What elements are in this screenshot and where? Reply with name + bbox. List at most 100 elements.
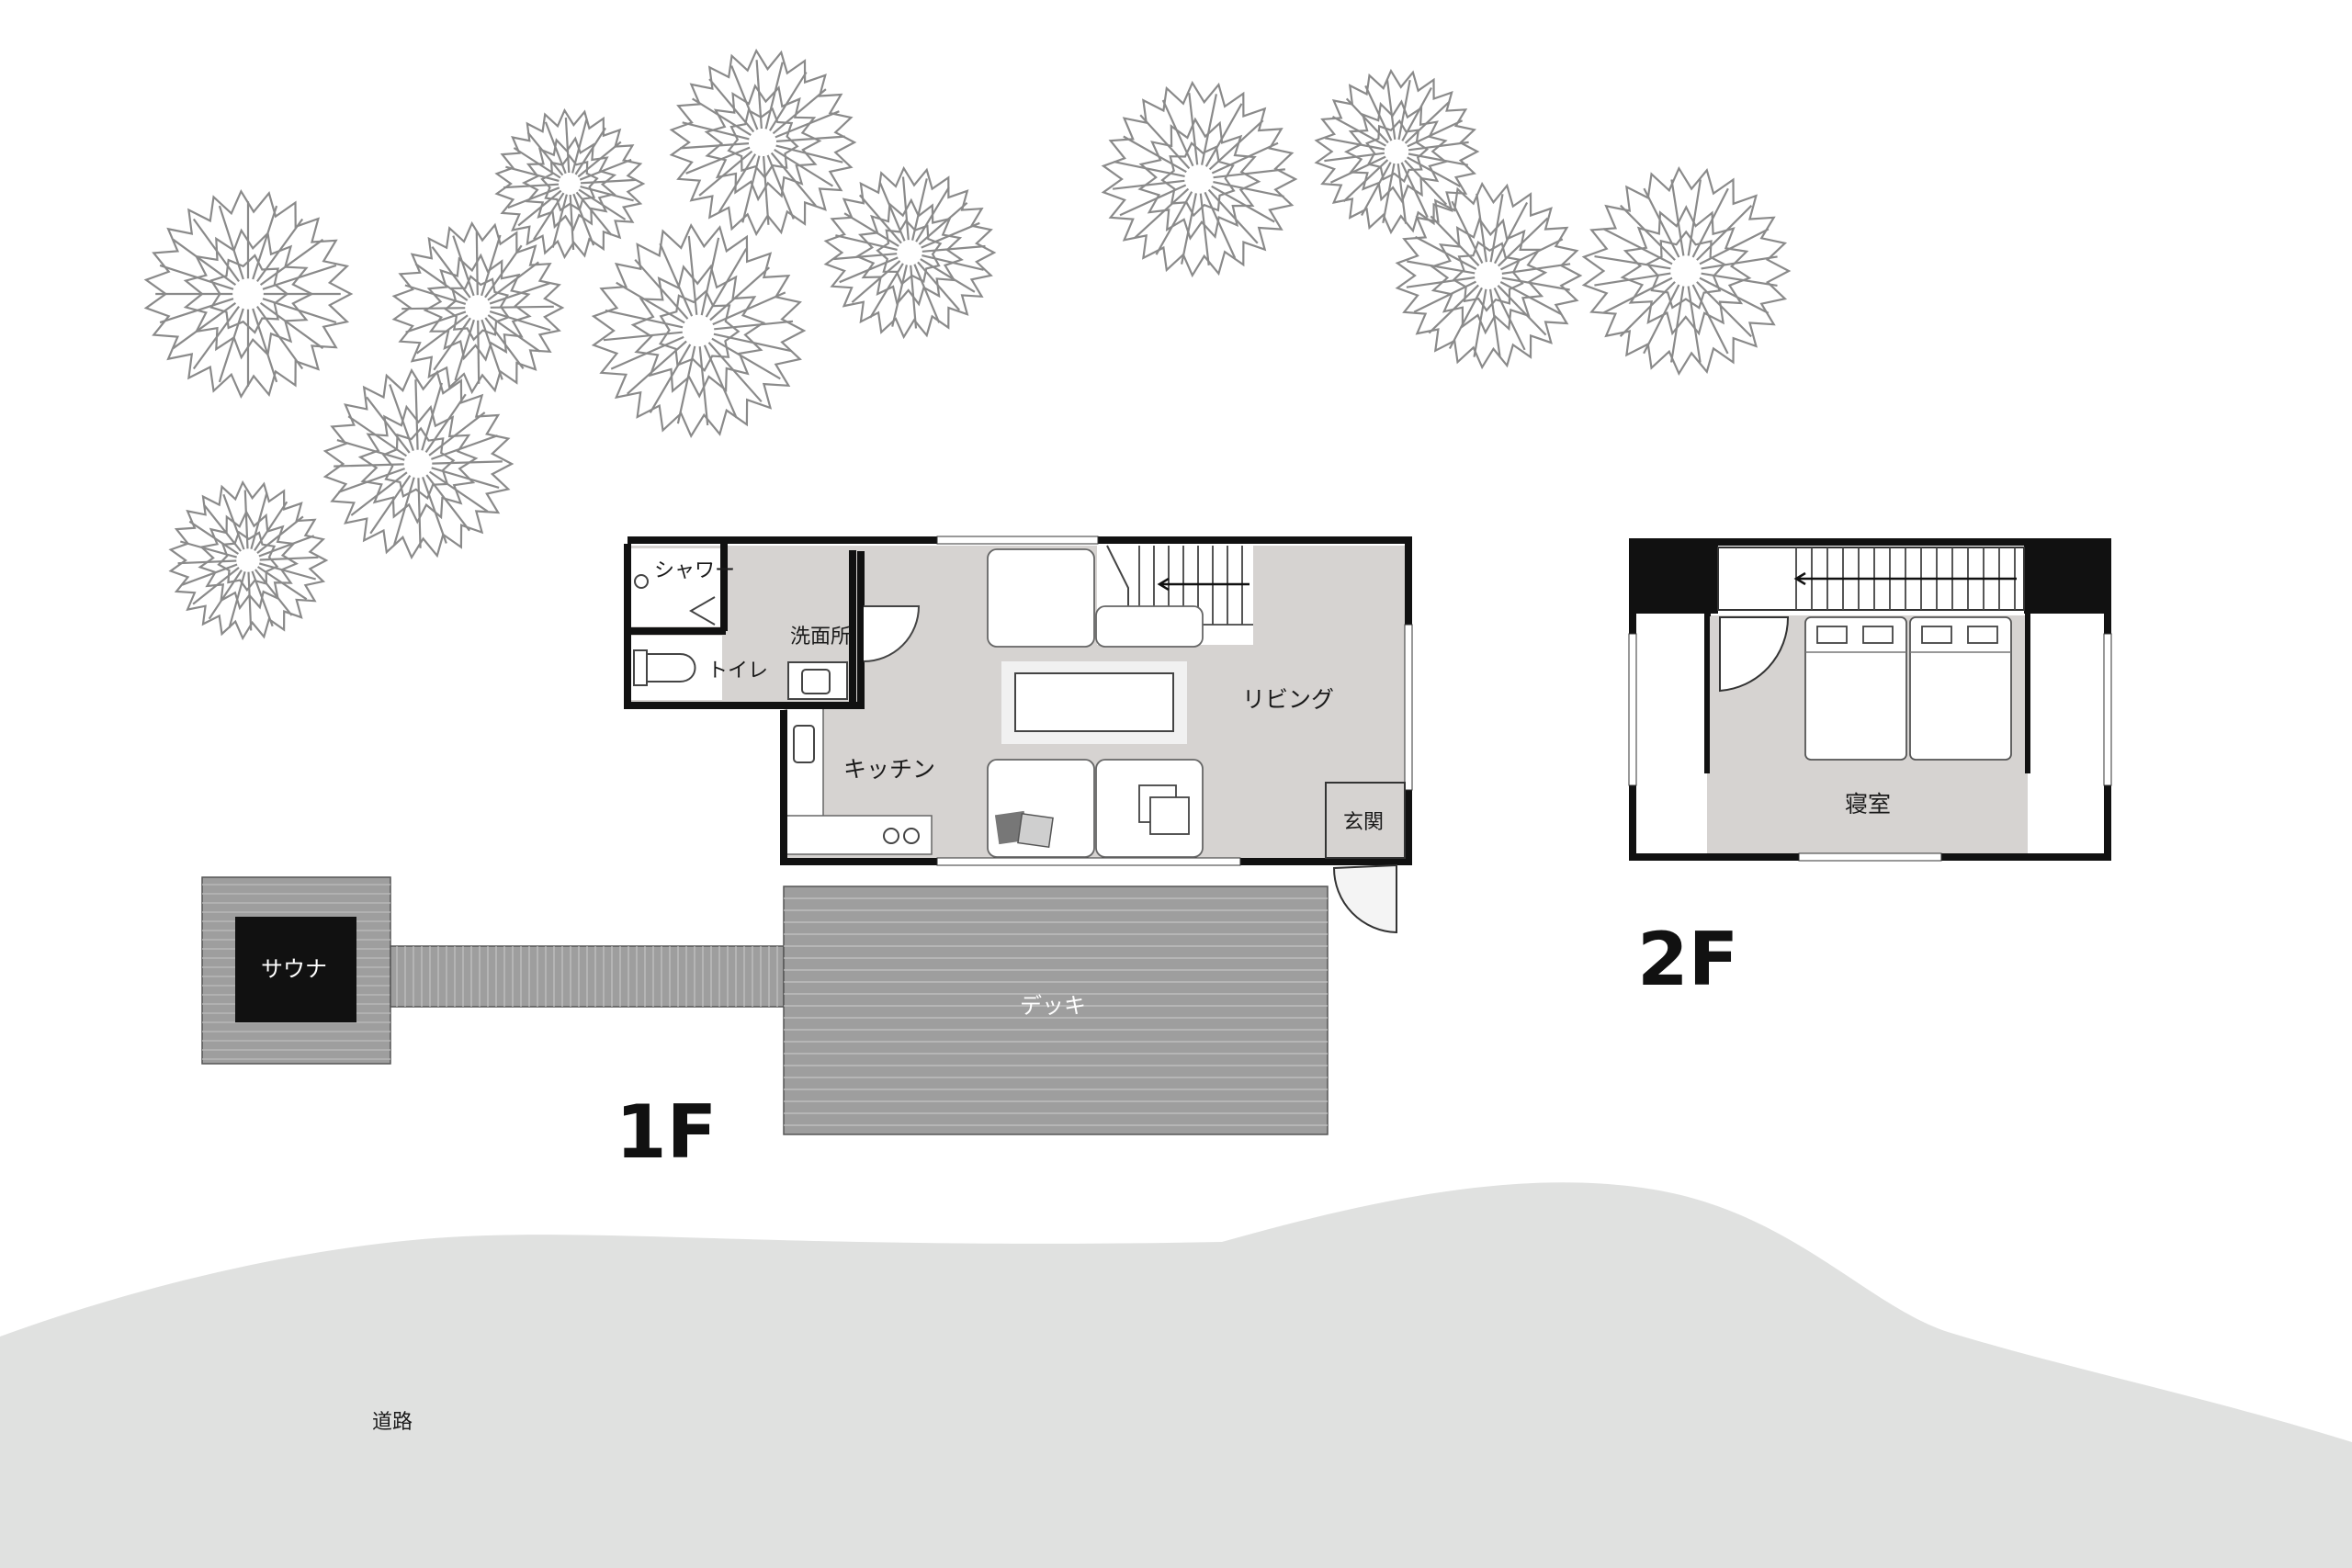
entrance-door-swing [1332, 863, 1397, 934]
tree-inner-ring [1645, 230, 1726, 310]
tree-leaf-stroke [228, 571, 246, 628]
tree-leaf-stroke [256, 566, 308, 601]
tree-leaf-stroke [1361, 162, 1392, 217]
tree-leaf-stroke [454, 319, 475, 381]
tree-leaf-stroke [1408, 152, 1469, 166]
tree-leaf-stroke [843, 212, 899, 247]
tree-leaf-stroke [707, 342, 763, 403]
tree-canopy [391, 220, 565, 395]
tree-leaf-stroke [577, 141, 622, 178]
tree-leaf-stroke [766, 154, 795, 220]
tree-leaf-stroke [685, 146, 751, 175]
entrance-area [1325, 782, 1406, 859]
washbasin-bowl [801, 669, 831, 694]
tree-leaf-stroke [768, 72, 808, 131]
window-top [936, 536, 1099, 545]
kitchen-sink [793, 725, 815, 763]
tree-leaf-stroke [1401, 86, 1432, 141]
second-floor-plan: 寝室 [1628, 538, 2112, 862]
tree-leaf-stroke [1345, 97, 1389, 144]
pillow-3 [1921, 626, 1952, 644]
tree-leaf-stroke [705, 248, 748, 318]
tree-leaf-stroke [1404, 159, 1448, 206]
tree-leaf-stroke [1643, 187, 1680, 258]
tree-leaf-stroke [1413, 280, 1476, 313]
tree-canopy [494, 107, 646, 260]
tree-leaf-stroke [422, 477, 447, 544]
tree-leaf-stroke [526, 131, 564, 176]
tree-inner-ring [521, 136, 617, 231]
tree-canopy [1101, 80, 1298, 278]
tree-leaf-stroke [1594, 255, 1671, 270]
tree-leaf-stroke [603, 331, 683, 342]
tree-leaf-stroke [338, 468, 405, 493]
tree-outline [322, 367, 514, 560]
tree-inner-ring [630, 264, 766, 399]
tree-leaf-stroke [616, 281, 685, 324]
tree-leaf-stroke [1620, 204, 1676, 261]
tree-leaf-stroke [414, 263, 469, 301]
tree-leaf-stroke [741, 155, 761, 223]
tree-leaf-stroke [575, 191, 613, 236]
tree-leaf-stroke [775, 110, 840, 139]
tree-inner-ring [198, 509, 300, 611]
tree-outline [669, 48, 857, 237]
living-table [1014, 672, 1174, 732]
tree-leaf-stroke [1204, 103, 1243, 167]
tree-leaf-stroke [416, 314, 469, 355]
tree-leaf-stroke [431, 246, 471, 299]
tree-leaf-stroke [714, 320, 794, 331]
tree-leaf-stroke [1385, 79, 1396, 141]
tree-leaf-stroke [1670, 286, 1685, 363]
first-floor-walls [628, 536, 1412, 865]
tree-leaf-stroke [1489, 288, 1501, 358]
tree-leaf-stroke [1499, 281, 1563, 316]
tree-leaf-stroke [1691, 284, 1729, 355]
tree-leaf-stroke [682, 121, 750, 141]
tree-leaf-stroke [1687, 286, 1702, 363]
tree-canopy [669, 48, 857, 237]
tree-leaf-stroke [703, 344, 738, 419]
tree-leaf-stroke [334, 463, 404, 468]
tree-leaf-stroke [544, 121, 567, 175]
tree-leaf-stroke [1501, 263, 1571, 275]
tree-leaf-stroke [254, 501, 288, 552]
tree-leaf-stroke [1500, 238, 1564, 271]
tree-leaf-stroke [1331, 116, 1386, 147]
tree-leaf-stroke [1407, 260, 1476, 275]
stove-burner-right [903, 828, 920, 844]
tree-leaf-stroke [1701, 255, 1778, 270]
tree-leaf-stroke [698, 150, 753, 197]
tree-leaf-stroke [1696, 281, 1752, 338]
tree-leaf-stroke [858, 194, 902, 244]
tree-leaf-stroke [507, 186, 560, 209]
tree-inner-ring [1137, 117, 1261, 241]
tree-leaf-stroke [513, 147, 561, 179]
tree-leaf-stroke [1201, 94, 1217, 165]
tree-leaf-stroke [901, 176, 910, 241]
tree-leaf-stroke [878, 182, 906, 242]
deck: デッキ [783, 886, 1329, 1135]
tree-leaf-stroke [626, 340, 687, 395]
tree-leaf-stroke [775, 144, 843, 164]
wet-area-walls [624, 544, 865, 709]
tree-leaf-stroke [578, 188, 627, 220]
tree-leaf-stroke [425, 474, 470, 532]
tree-leaf-stroke [649, 344, 692, 413]
tree-leaf-stroke [428, 470, 489, 513]
tree-leaf-stroke [1207, 188, 1259, 244]
walkway [390, 945, 785, 1008]
tree-leaf-stroke [680, 142, 750, 150]
tree-outline [1395, 181, 1583, 370]
tree-leaf-stroke [869, 263, 904, 319]
shower-label: シャワー [654, 559, 735, 582]
tree-leaf-stroke [177, 559, 237, 565]
tree-leaf-stroke [256, 218, 304, 283]
tree-leaf-stroke [711, 337, 781, 380]
tree-leaf-stroke [1602, 228, 1673, 265]
tree-leaf-stroke [203, 504, 242, 552]
first-floor-plan: 玄関 シャワー 洗面所 トイレ リビング キッチン [624, 536, 1413, 934]
washroom-door-swing [863, 605, 921, 662]
tree-leaf-stroke [256, 515, 304, 554]
